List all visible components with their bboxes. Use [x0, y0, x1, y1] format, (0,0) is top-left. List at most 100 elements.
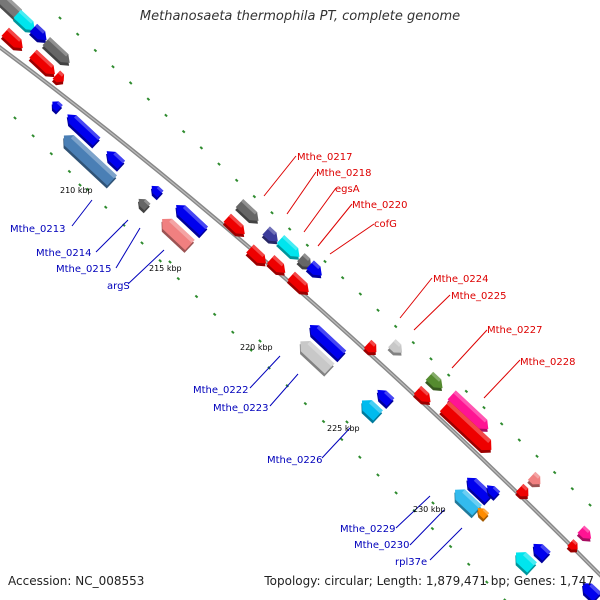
- track-dash: [252, 194, 257, 199]
- gene-top-red-3[interactable]: [51, 70, 69, 89]
- track-dash: [429, 357, 433, 361]
- gene-label-mthe-0213[interactable]: Mthe_0213: [10, 224, 66, 235]
- gene-cofg-body: [306, 260, 322, 276]
- track-dash: [194, 294, 199, 299]
- gene-bottom-cyan[interactable]: [509, 547, 537, 576]
- gene-label-mthe-0225[interactable]: Mthe_0225: [451, 291, 507, 302]
- gene-mthe-0222[interactable]: [304, 321, 347, 363]
- gene-label-rpl37e[interactable]: rpl37e: [395, 557, 427, 568]
- gene-top-grey[interactable]: [0, 0, 28, 25]
- gene-mthe-0223[interactable]: [294, 336, 336, 377]
- track-dash: [448, 544, 453, 549]
- leader-line: [115, 227, 141, 269]
- gene-mthe-0226-body: [361, 400, 383, 421]
- gene-right-pink-highlight: [533, 471, 541, 479]
- gene-mthe-0228-red-body: [439, 401, 492, 451]
- gene-label-cofg[interactable]: cofG: [374, 219, 397, 230]
- gene-mthe-0213-blue[interactable]: [62, 110, 102, 149]
- gene-top-grey-body: [0, 0, 24, 19]
- leader-line: [399, 277, 433, 319]
- gene-mthe-0224-highlight: [369, 339, 377, 347]
- gene-red-b-body: [266, 255, 286, 273]
- gene-args-blue[interactable]: [170, 201, 209, 239]
- gene-label-mthe-0229[interactable]: Mthe_0229: [340, 524, 396, 535]
- gene-mthe-0217-red[interactable]: [222, 213, 250, 241]
- gene-label-mthe-0223[interactable]: Mthe_0223: [213, 403, 269, 414]
- track-dash: [464, 389, 469, 394]
- gene-mthe-0225[interactable]: [386, 339, 407, 359]
- track-dash: [303, 401, 308, 406]
- track-dash: [13, 116, 17, 120]
- track-dash: [128, 81, 133, 85]
- track-dash: [305, 243, 310, 248]
- gene-args[interactable]: [156, 214, 196, 253]
- track-dash: [340, 275, 345, 280]
- gene-top-red-2[interactable]: [28, 49, 60, 81]
- gene-label-mthe-0217[interactable]: Mthe_0217: [297, 152, 353, 163]
- gene-label-mthe-0220[interactable]: Mthe_0220: [352, 200, 408, 211]
- gene-red-c[interactable]: [286, 271, 314, 299]
- gene-label-mthe-0214[interactable]: Mthe_0214: [36, 248, 92, 259]
- gene-bottom-corner-highlight: [589, 583, 600, 596]
- gene-label-mthe-0222[interactable]: Mthe_0222: [193, 385, 249, 396]
- track-dash: [212, 312, 217, 317]
- gene-mthe-0228-red[interactable]: [438, 401, 497, 458]
- track-dash: [321, 419, 326, 424]
- gene-right-pink[interactable]: [526, 471, 545, 491]
- gene-mthe-0226-blue-highlight: [384, 390, 395, 401]
- gene-mthe-0217[interactable]: [234, 199, 263, 228]
- gene-top-red-1[interactable]: [0, 27, 28, 55]
- gene-mthe-0227[interactable]: [424, 371, 447, 395]
- gene-mthe-0215[interactable]: [147, 183, 165, 201]
- gene-mthe-0220[interactable]: [295, 253, 316, 273]
- gene-top-grey-2[interactable]: [41, 37, 75, 70]
- gene-mthe-0229[interactable]: [449, 485, 483, 519]
- gene-label-mthe-0228[interactable]: Mthe_0228: [520, 357, 576, 368]
- gene-top-blue-highlight: [34, 23, 46, 34]
- gene-label-mthe-0224[interactable]: Mthe_0224: [433, 274, 489, 285]
- gene-mthe-0217-red-body: [223, 213, 245, 235]
- gene-red-a[interactable]: [244, 244, 270, 270]
- gene-bottom-blue[interactable]: [528, 539, 552, 564]
- gene-label-mthe-0227[interactable]: Mthe_0227: [487, 325, 543, 336]
- gene-mthe-0214[interactable]: [134, 196, 152, 214]
- gene-label-mthe-0230[interactable]: Mthe_0230: [354, 540, 410, 551]
- gene-label-egsa[interactable]: egsA: [335, 184, 360, 195]
- gene-top-grey-2-body: [42, 37, 70, 63]
- gene-mthe-0230[interactable]: [473, 505, 490, 522]
- gene-top-red-1-body: [1, 27, 23, 49]
- track-dash: [446, 373, 451, 377]
- gene-label-mthe-0226[interactable]: Mthe_0226: [267, 455, 323, 466]
- gene-right-red[interactable]: [514, 483, 533, 503]
- gene-mthe-0228[interactable]: [446, 390, 494, 437]
- gene-mthe-0227-highlight: [430, 371, 442, 382]
- track-dash: [146, 97, 151, 101]
- gene-mthe-0226-blue[interactable]: [372, 386, 395, 410]
- gene-mthe-0228-body: [447, 390, 489, 430]
- track-dash: [570, 487, 575, 491]
- gene-right-red-2[interactable]: [566, 539, 582, 555]
- gene-mthe-0213-arrow[interactable]: [48, 98, 64, 115]
- gene-mthe-0213-arrow-highlight: [56, 101, 63, 108]
- gene-mthe-0214-highlight: [143, 199, 151, 206]
- gene-label-mthe-0218[interactable]: Mthe_0218: [316, 168, 372, 179]
- gene-mthe-0226[interactable]: [355, 395, 383, 424]
- gene-mthe-0224[interactable]: [362, 339, 381, 359]
- gene-rpl37e[interactable]: [482, 482, 501, 501]
- gene-top-cyan[interactable]: [12, 9, 40, 37]
- gene-red-b[interactable]: [265, 255, 290, 280]
- gene-mthe-0213-steel[interactable]: [57, 130, 118, 189]
- gene-mthe-0227-red[interactable]: [412, 385, 435, 409]
- gene-label-args[interactable]: argS: [107, 281, 130, 292]
- gene-mthe-0218[interactable]: [261, 226, 283, 249]
- gene-right-magenta[interactable]: [576, 525, 596, 546]
- gene-mthe-0213-blue-2[interactable]: [101, 147, 126, 172]
- inner-dotted-track: [13, 116, 507, 600]
- track-dash: [58, 16, 62, 20]
- gene-cofg[interactable]: [305, 260, 327, 283]
- gene-label-mthe-0215[interactable]: Mthe_0215: [56, 264, 112, 275]
- gene-mthe-0215-highlight: [156, 186, 164, 193]
- gene-egsa[interactable]: [275, 235, 304, 264]
- gene-right-red-highlight: [521, 483, 529, 491]
- gene-top-blue[interactable]: [28, 23, 51, 47]
